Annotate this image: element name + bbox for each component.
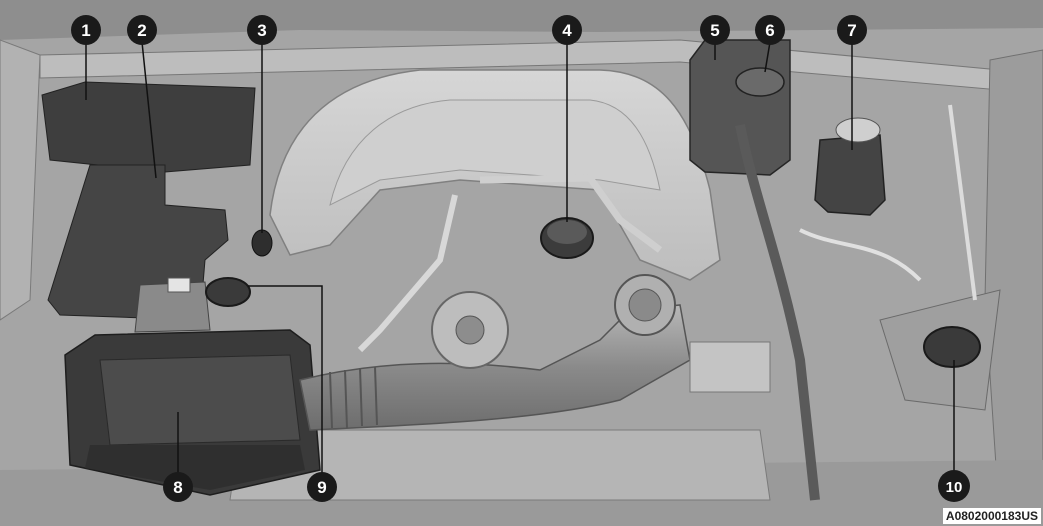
figure-id: A0802000183US <box>943 508 1041 524</box>
callout-6: 6 <box>755 15 785 45</box>
battery-terminal <box>168 278 190 292</box>
coolant-reservoir <box>690 40 790 175</box>
callout-5-label: 5 <box>710 21 719 40</box>
callout-2-label: 2 <box>137 21 146 40</box>
engine-oil-dipstick-handle <box>252 230 272 256</box>
brake-fluid-cap <box>836 118 880 142</box>
callout-2: 2 <box>127 15 157 45</box>
throttle-body-inner <box>629 289 661 321</box>
coolant-cap <box>736 68 784 96</box>
callout-4-label: 4 <box>562 21 572 40</box>
callout-8: 8 <box>163 472 193 502</box>
callout-5: 5 <box>700 15 730 45</box>
callout-1: 1 <box>71 15 101 45</box>
air-cleaner-ribs <box>100 355 300 445</box>
callout-9-label: 9 <box>317 478 326 497</box>
drive-pulley-hub <box>456 316 484 344</box>
callout-3: 3 <box>247 15 277 45</box>
washer-fluid-cap <box>924 327 980 367</box>
callout-1-label: 1 <box>81 21 90 40</box>
callout-9: 9 <box>307 472 337 502</box>
callout-7-label: 7 <box>847 21 856 40</box>
relay-box <box>690 342 770 392</box>
power-steering-fluid-cap <box>206 278 250 306</box>
callout-8-label: 8 <box>173 478 182 497</box>
air-filter-housing-top <box>42 82 255 172</box>
callout-3-label: 3 <box>257 21 266 40</box>
callout-4: 4 <box>552 15 582 45</box>
callout-10: 10 <box>938 470 970 502</box>
callout-6-label: 6 <box>765 21 774 40</box>
brake-fluid-reservoir <box>815 135 885 215</box>
oil-fill-cap-top <box>547 220 587 244</box>
callout-10-label: 10 <box>946 479 963 496</box>
callout-7: 7 <box>837 15 867 45</box>
